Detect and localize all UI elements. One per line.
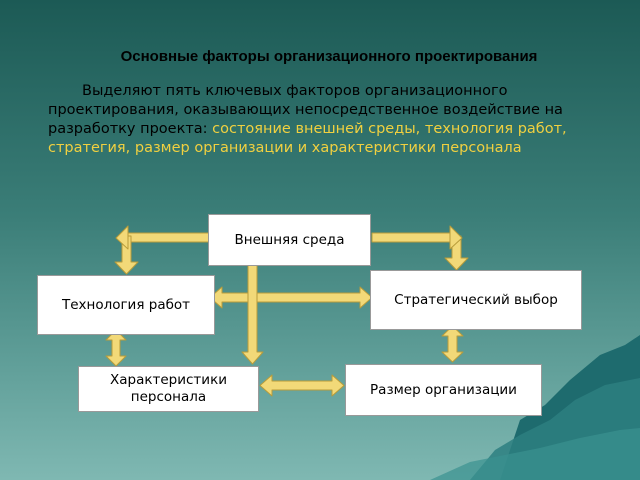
arrow-external-personnel	[241, 249, 264, 365]
arrow-external-to-right-side	[371, 232, 456, 243]
node-size: Размер организации	[345, 364, 542, 416]
intro-text: Выделяют пять ключевых факторов организа…	[48, 83, 563, 137]
node-strategy: Стратегический выбор	[370, 270, 582, 330]
arrow-technology-personnel	[105, 329, 127, 367]
node-strategy-label: Стратегический выбор	[394, 291, 558, 308]
slide-title: Основные факторы организационного проект…	[120, 48, 538, 65]
node-personnel-label: Характеристики персонала	[109, 372, 228, 405]
factors-highlight: состояние внешней среды, технология рабо…	[48, 121, 567, 156]
intro-paragraph: Выделяют пять ключевых факторов организа…	[48, 82, 608, 158]
node-personnel: Характеристики персонала	[78, 366, 259, 412]
node-technology: Технология работ	[37, 275, 215, 335]
arrow-external-to-left-side	[125, 232, 211, 243]
node-technology-label: Технология работ	[61, 296, 191, 313]
arrow-personnel-size	[259, 374, 345, 397]
arrow-strategy-size	[441, 325, 464, 363]
node-external-environment: Внешняя среда	[208, 214, 371, 266]
arrow-external-technology	[114, 235, 139, 275]
arrow-technology-strategy	[209, 286, 373, 309]
arrow-external-strategy	[444, 235, 469, 271]
small-mark: 0	[284, 258, 290, 268]
arrow-right-elbow-head	[449, 225, 463, 250]
arrow-left-elbow-head	[115, 225, 129, 250]
node-size-label: Размер организации	[370, 381, 517, 398]
node-external-label: Внешняя среда	[234, 231, 345, 248]
